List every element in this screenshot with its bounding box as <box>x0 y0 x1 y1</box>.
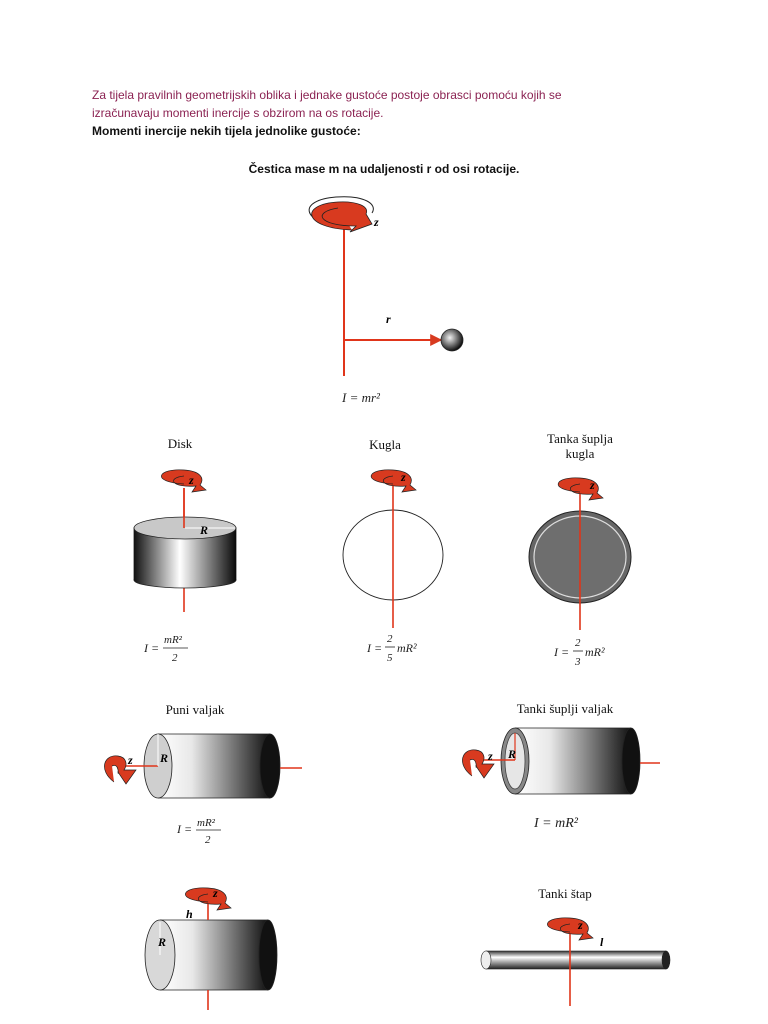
intro-line-1: Za tijela pravilnih geometrijskih oblika… <box>92 88 562 102</box>
rotation-arrow-icon <box>370 469 417 493</box>
particle-ball <box>440 328 464 352</box>
sphere-axis-label: z <box>400 470 406 484</box>
hollow-cylinder-label: Tanki šuplji valjak <box>516 701 614 716</box>
sphere-formula-rest: mR² <box>397 641 417 655</box>
transverse-cylinder-radius-label: R <box>157 935 166 949</box>
disk-label: Disk <box>167 436 193 451</box>
rotation-arrow-icon <box>161 469 207 493</box>
hollow-sphere-formula-rest: mR² <box>585 645 605 659</box>
thin-rod-body <box>485 950 667 970</box>
hollow-sphere-formula-lhs: I = <box>553 645 569 659</box>
particle-figure: z r I = mr² <box>308 196 464 405</box>
sphere-formula-den: 5 <box>387 652 393 664</box>
sphere-figure: z I = 2 5 mR² <box>342 469 444 664</box>
intro-text: Za tijela pravilnih geometrijskih oblika… <box>92 86 692 122</box>
transverse-cylinder-axis-label: z <box>212 886 218 900</box>
disk-formula-lhs: I = <box>143 641 159 655</box>
hollow-sphere-figure: z I = 2 3 mR² <box>528 477 632 668</box>
hollow-cylinder-radius-label: R <box>507 747 516 761</box>
hollow-sphere-label: Tanka šuplja kugla <box>530 431 630 461</box>
rotation-arrow-icon <box>462 749 495 779</box>
particle-formula: I = mr² <box>341 390 381 405</box>
section-heading: Momenti inercije nekih tijela jednolike … <box>92 124 361 138</box>
solid-cylinder-formula-lhs: I = <box>176 822 192 836</box>
thin-rod-figure: z l <box>480 917 671 1006</box>
hollow-sphere-label-line-2: kugla <box>565 446 595 461</box>
disk-formula-den: 2 <box>172 652 178 664</box>
intro-line-2: izračunavaju momenti inercije s obzirom … <box>92 106 384 120</box>
disk-radius-label: R <box>199 523 208 537</box>
hollow-cylinder-body <box>515 728 631 794</box>
solid-cylinder-label: Puni valjak <box>165 702 225 717</box>
solid-cylinder-figure: z R I = mR² 2 <box>104 733 302 846</box>
thin-rod-axis-label: z <box>577 918 583 932</box>
rotation-arrow-icon <box>104 755 137 785</box>
solid-cylinder-axis-label: z <box>127 753 133 767</box>
hollow-sphere-formula-num: 2 <box>575 637 581 649</box>
sphere-formula-num: 2 <box>387 633 393 645</box>
solid-cylinder-formula-den: 2 <box>205 834 211 846</box>
hollow-sphere-formula-den: 3 <box>574 656 581 668</box>
particle-radius-label: r <box>386 312 391 326</box>
solid-cylinder-radius-label: R <box>159 751 168 765</box>
solid-cylinder-formula-num: mR² <box>197 817 216 829</box>
transverse-cylinder-height-label: h <box>186 907 193 921</box>
hollow-sphere-label-line-1: Tanka šuplja <box>547 431 613 446</box>
rotation-arrow-icon <box>557 477 604 501</box>
transverse-cylinder-figure: z R h <box>144 886 278 1010</box>
thin-rod-label: Tanki štap <box>538 886 592 901</box>
rotation-arrow-icon <box>547 917 594 941</box>
hollow-cylinder-axis-label: z <box>487 749 493 763</box>
particle-axis-label: z <box>373 215 379 229</box>
hollow-cylinder-formula: I = mR² <box>533 816 579 831</box>
solid-cylinder-body <box>158 734 270 798</box>
transverse-cylinder-body <box>160 920 268 990</box>
rotation-arrow-icon <box>185 887 232 911</box>
particle-title: Čestica mase m na udaljenosti r od osi r… <box>248 162 520 176</box>
disk-figure: z R I = mR² 2 <box>133 469 237 664</box>
hollow-sphere-axis-label: z <box>589 478 595 492</box>
sphere-formula-lhs: I = <box>366 641 382 655</box>
disk-formula-num: mR² <box>164 634 183 646</box>
disk-axis-label: z <box>188 473 194 487</box>
hollow-cylinder-figure: z R I = mR² <box>462 727 660 831</box>
sphere-label: Kugla <box>369 437 401 452</box>
thin-rod-length-label: l <box>600 935 604 949</box>
rotation-arrow-icon <box>311 201 373 233</box>
